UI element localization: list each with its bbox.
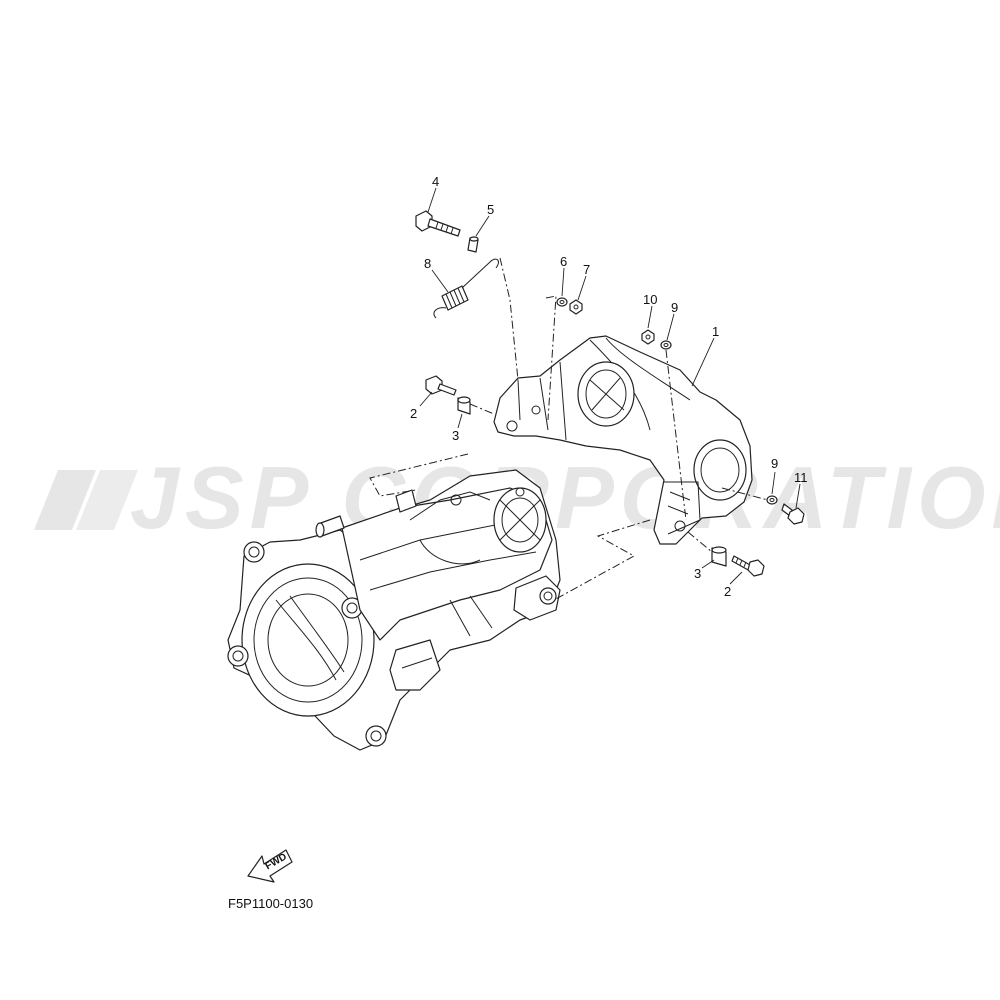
- part-4-bolt: [415, 210, 461, 237]
- watermark-text: JSP CORPORATION: [130, 448, 1000, 547]
- part-10-nut: [641, 329, 655, 345]
- part-5-collar: [467, 236, 479, 253]
- part-9-washer-upper: [660, 340, 672, 350]
- assembly-lines: [369, 257, 769, 601]
- part-8-spring: [433, 258, 499, 319]
- watermark: JSP CORPORATION: [34, 448, 1000, 547]
- callout-5: 5: [487, 202, 494, 217]
- part-7-nut: [569, 299, 583, 315]
- part-6-washer: [556, 297, 568, 307]
- fwd-arrow: FWD: [247, 849, 293, 883]
- callout-6: 6: [560, 254, 567, 269]
- callout-1: 1: [712, 324, 719, 339]
- jet-pump-assembly: [227, 469, 561, 751]
- callout-7: 7: [583, 262, 590, 277]
- callout-4: 4: [432, 174, 439, 189]
- drawing-number: F5P1100-0130: [228, 896, 313, 911]
- callouts: 4 5 8 6 7 10 9 1 2 3 9 11 3 2: [410, 174, 808, 599]
- callout-9-upper: 9: [671, 300, 678, 315]
- leader-lines: [419, 187, 801, 585]
- callout-3-right: 3: [694, 566, 701, 581]
- callout-11: 11: [794, 470, 808, 485]
- part-3-collar-right: [711, 546, 727, 567]
- callout-2-right: 2: [724, 584, 731, 599]
- part-2-bolt-right: [731, 555, 765, 577]
- part-9-washer-lower: [766, 495, 778, 505]
- part-11-bolt: [781, 503, 805, 525]
- watermark-logo-mark: [34, 470, 138, 530]
- part-1-nozzle-bracket: [493, 335, 753, 545]
- callout-8: 8: [424, 256, 431, 271]
- callout-10: 10: [643, 292, 657, 307]
- part-3-collar-left: [457, 396, 471, 415]
- part-2-bolt-left: [425, 375, 457, 396]
- callout-9-lower: 9: [771, 456, 778, 471]
- callout-2-left: 2: [410, 406, 417, 421]
- callout-3-left: 3: [452, 428, 459, 443]
